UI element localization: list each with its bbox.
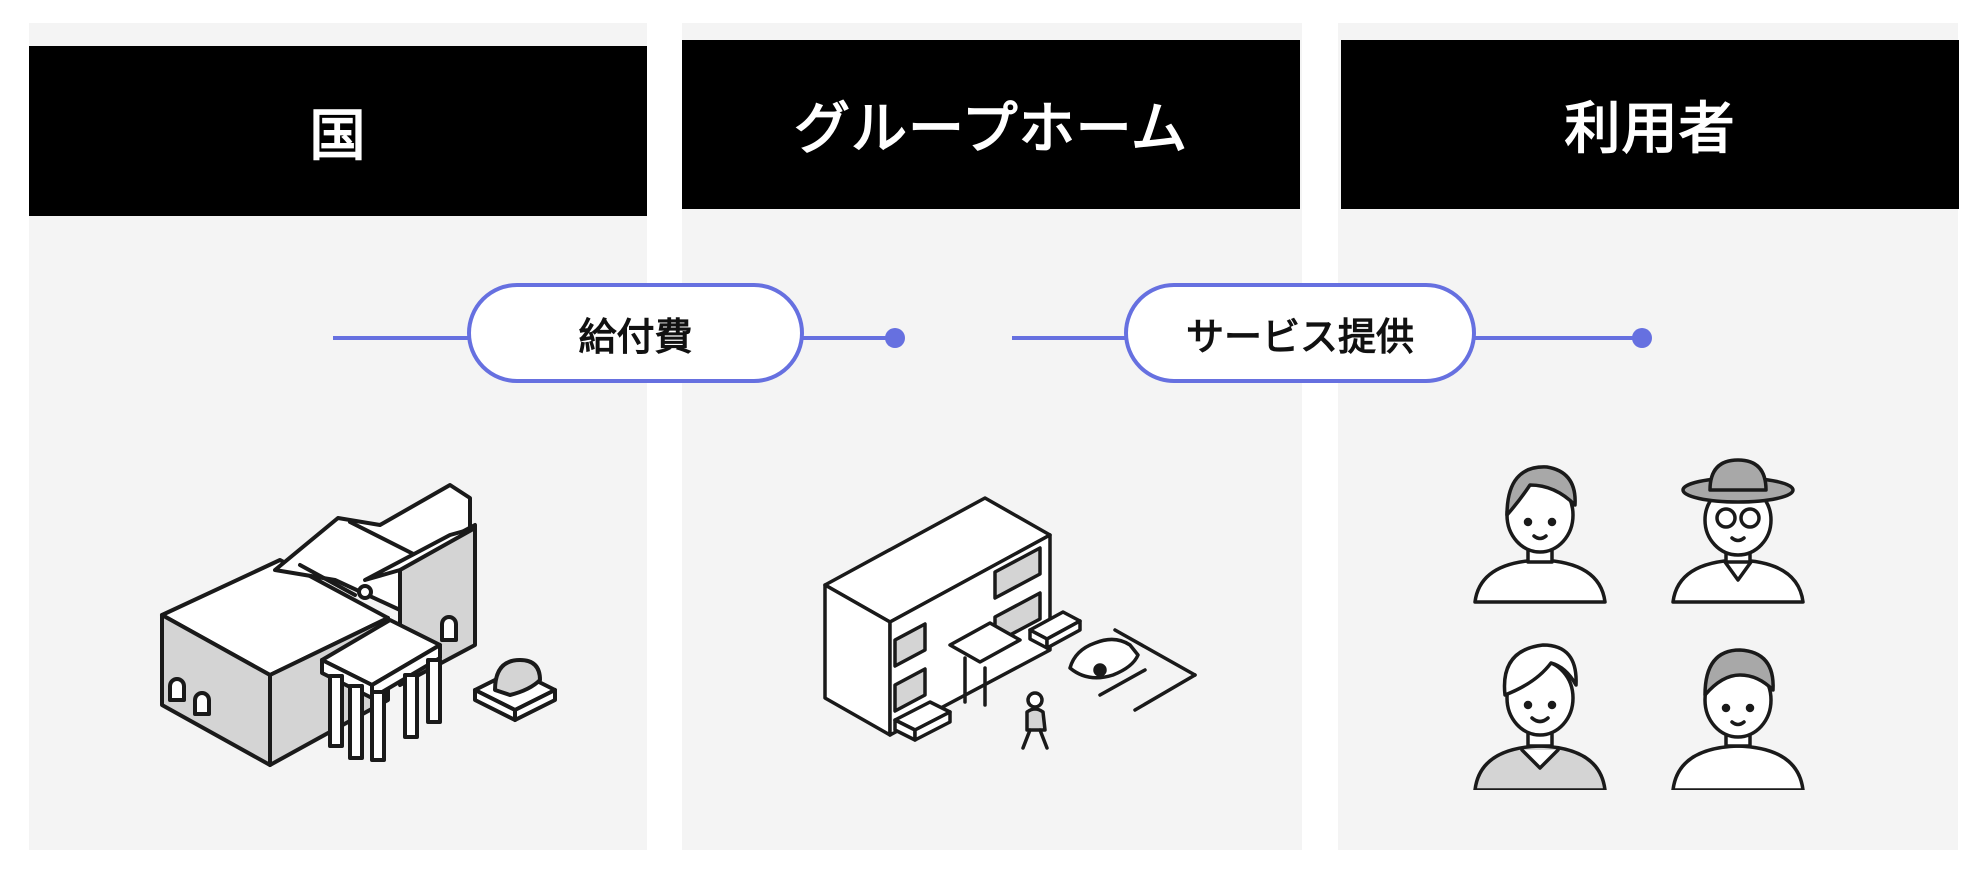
flow-line-service-right bbox=[1470, 336, 1645, 340]
panel-header-government: 国 bbox=[29, 46, 647, 216]
user-avatar-2 bbox=[1671, 458, 1805, 604]
flow-endpoint-service bbox=[1632, 328, 1652, 348]
flow-line-service-left bbox=[1012, 336, 1127, 340]
flow-label-benefit: 給付費 bbox=[467, 283, 804, 383]
users-icon bbox=[1473, 458, 1805, 790]
flow-label-service: サービス提供 bbox=[1124, 283, 1476, 383]
government-building-icon bbox=[160, 483, 557, 767]
flow-line-benefit-left bbox=[333, 336, 469, 340]
user-avatar-3 bbox=[1473, 643, 1607, 790]
flow-line-benefit-right bbox=[800, 336, 895, 340]
flow-endpoint-benefit bbox=[885, 328, 905, 348]
panel-header-users: 利用者 bbox=[1341, 40, 1959, 209]
panel-header-group-home: グループホーム bbox=[682, 40, 1300, 209]
group-home-building-icon bbox=[823, 496, 1197, 750]
user-avatar-1 bbox=[1473, 465, 1607, 604]
user-avatar-4 bbox=[1671, 648, 1805, 790]
